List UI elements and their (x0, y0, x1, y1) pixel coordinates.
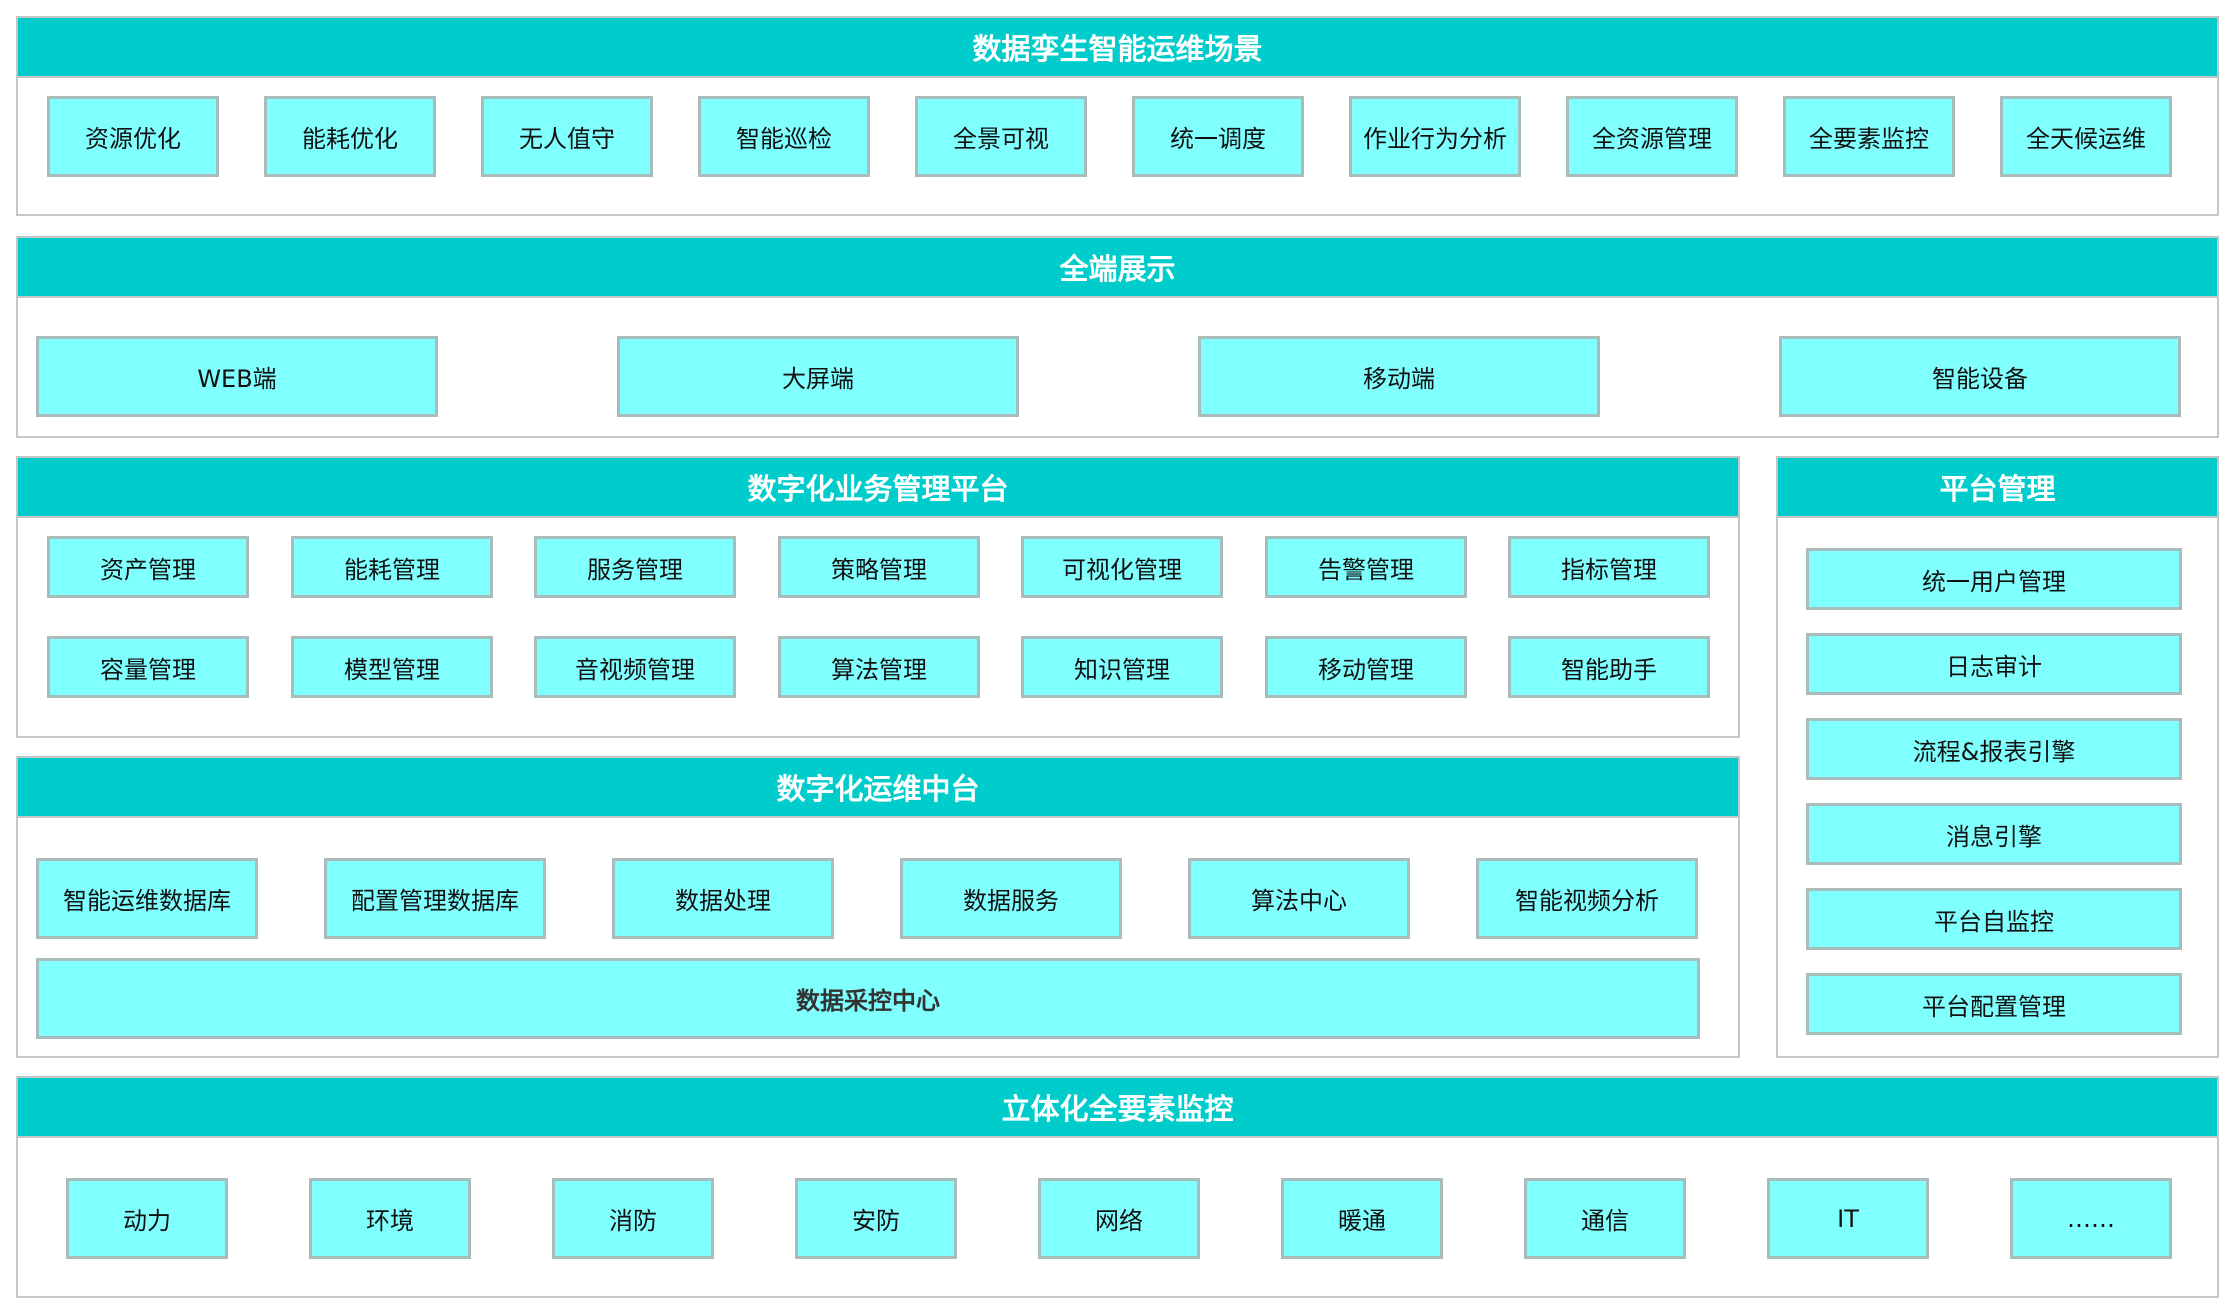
scenario-item: 能耗优化 (264, 96, 436, 177)
platform-item: 流程&报表引擎 (1806, 718, 2182, 780)
ops-item: 智能运维数据库 (36, 858, 258, 939)
scenario-item: 全要素监控 (1783, 96, 1955, 177)
business-item: 移动管理 (1265, 636, 1467, 698)
platform-title: 平台管理 (1778, 458, 2217, 518)
scenario-panel: 数据孪生智能运维场景 资源优化 能耗优化 无人值守 智能巡检 全景可视 统一调度… (16, 16, 2219, 216)
business-item: 智能助手 (1508, 636, 1710, 698)
platform-item: 消息引擎 (1806, 803, 2182, 865)
display-item: 智能设备 (1779, 336, 2181, 417)
ops-item: 智能视频分析 (1476, 858, 1698, 939)
ops-panel: 数字化运维中台 智能运维数据库 配置管理数据库 数据处理 数据服务 算法中心 智… (16, 756, 1740, 1058)
platform-item: 日志审计 (1806, 633, 2182, 695)
ops-item: 配置管理数据库 (324, 858, 546, 939)
platform-item: 平台配置管理 (1806, 973, 2182, 1035)
business-item: 模型管理 (291, 636, 493, 698)
scenario-item: 作业行为分析 (1349, 96, 1521, 177)
business-item: 策略管理 (778, 536, 980, 598)
business-item: 知识管理 (1021, 636, 1223, 698)
monitor-item: IT (1767, 1178, 1929, 1259)
monitor-item: 暖通 (1281, 1178, 1443, 1259)
scenario-item: 全天候运维 (2000, 96, 2172, 177)
business-item: 能耗管理 (291, 536, 493, 598)
ops-title: 数字化运维中台 (18, 758, 1738, 818)
monitor-item: 网络 (1038, 1178, 1200, 1259)
display-item: 移动端 (1198, 336, 1600, 417)
business-item: 告警管理 (1265, 536, 1467, 598)
business-item: 指标管理 (1508, 536, 1710, 598)
scenario-item: 资源优化 (47, 96, 219, 177)
scenario-title: 数据孪生智能运维场景 (18, 18, 2217, 78)
monitor-panel: 立体化全要素监控 动力 环境 消防 安防 网络 暖通 通信 IT …… (16, 1076, 2219, 1298)
monitor-item: …… (2010, 1178, 2172, 1259)
monitor-item: 消防 (552, 1178, 714, 1259)
scenario-item: 无人值守 (481, 96, 653, 177)
monitor-item: 动力 (66, 1178, 228, 1259)
monitor-item: 通信 (1524, 1178, 1686, 1259)
business-item: 音视频管理 (534, 636, 736, 698)
scenario-item: 智能巡检 (698, 96, 870, 177)
scenario-item: 全资源管理 (1566, 96, 1738, 177)
monitor-title: 立体化全要素监控 (18, 1078, 2217, 1138)
scenario-item: 统一调度 (1132, 96, 1304, 177)
platform-item: 统一用户管理 (1806, 548, 2182, 610)
business-item: 资产管理 (47, 536, 249, 598)
display-item: WEB端 (36, 336, 438, 417)
business-item: 算法管理 (778, 636, 980, 698)
ops-item: 算法中心 (1188, 858, 1410, 939)
business-title: 数字化业务管理平台 (18, 458, 1738, 518)
display-item: 大屏端 (617, 336, 1019, 417)
display-title: 全端展示 (18, 238, 2217, 298)
ops-item: 数据服务 (900, 858, 1122, 939)
business-item: 可视化管理 (1021, 536, 1223, 598)
monitor-item: 环境 (309, 1178, 471, 1259)
platform-panel: 平台管理 统一用户管理 日志审计 流程&报表引擎 消息引擎 平台自监控 平台配置… (1776, 456, 2219, 1058)
business-item: 容量管理 (47, 636, 249, 698)
monitor-item: 安防 (795, 1178, 957, 1259)
business-item: 服务管理 (534, 536, 736, 598)
scenario-item: 全景可视 (915, 96, 1087, 177)
business-panel: 数字化业务管理平台 资产管理 能耗管理 服务管理 策略管理 可视化管理 告警管理… (16, 456, 1740, 738)
display-panel: 全端展示 WEB端 大屏端 移动端 智能设备 (16, 236, 2219, 438)
data-collection-center: 数据采控中心 (36, 958, 1700, 1039)
platform-item: 平台自监控 (1806, 888, 2182, 950)
ops-item: 数据处理 (612, 858, 834, 939)
